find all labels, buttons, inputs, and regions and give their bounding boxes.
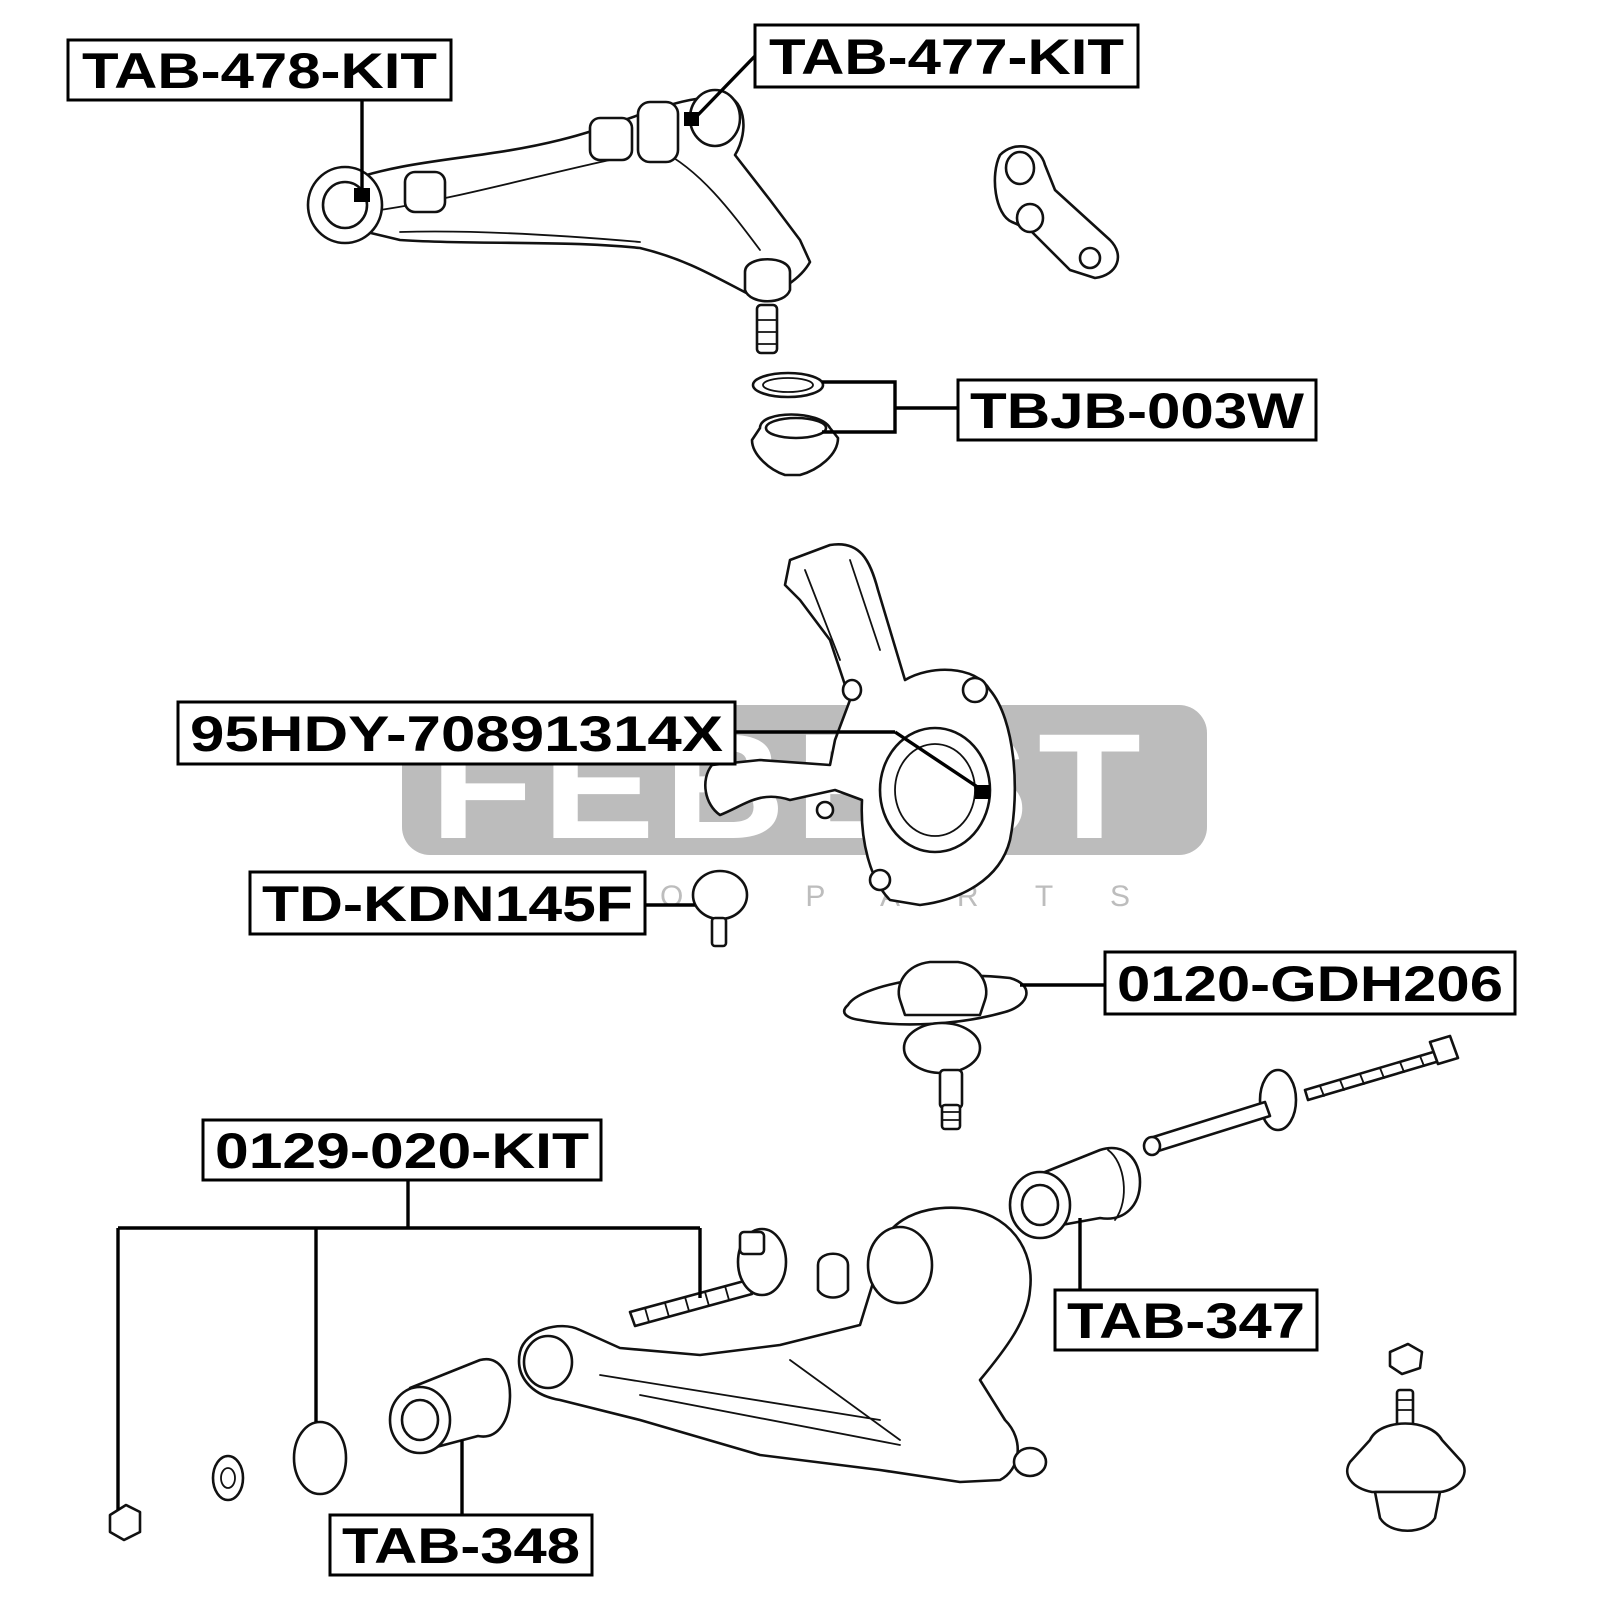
label-0120-gdh206: 0120-GDH206	[1103, 950, 1517, 1016]
label-tab-477-kit-text: TAB-477-KIT	[769, 29, 1124, 85]
label-tab-347-text: TAB-347	[1067, 1293, 1305, 1349]
adjust-bolt-drawing	[1142, 1034, 1460, 1157]
label-tab-478-kit-text: TAB-478-KIT	[82, 43, 437, 99]
label-tab-478-kit: TAB-478-KIT	[66, 38, 453, 102]
label-tbjb-003w-text: TBJB-003W	[970, 383, 1305, 439]
bushing-tab-348-drawing	[388, 1357, 512, 1455]
label-td-kdn145f: TD-KDN145F	[248, 870, 647, 936]
label-tab-477-kit: TAB-477-KIT	[753, 23, 1140, 89]
kit-hardware-drawing	[108, 1227, 850, 1542]
bracket-drawing	[993, 145, 1120, 280]
label-tbjb-003w: TBJB-003W	[956, 378, 1318, 442]
label-95hdy-70891314x-text: 95HDY-70891314X	[190, 706, 723, 762]
bushing-tab-347-drawing	[1008, 1146, 1142, 1240]
lower-ball-joint-assembly-drawing	[1345, 1342, 1466, 1532]
leader-lines	[116, 54, 1105, 1515]
ball-joint-boot-drawing	[750, 371, 840, 477]
label-td-kdn145f-text: TD-KDN145F	[262, 876, 633, 932]
upper-control-arm-drawing	[306, 88, 812, 355]
label-0129-020-kit: 0129-020-KIT	[201, 1118, 603, 1182]
lower-control-arm-drawing	[517, 1206, 1048, 1484]
lower-ball-joint-drawing	[843, 960, 1028, 1131]
tie-rod-end-drawing	[691, 869, 749, 948]
label-tab-348-text: TAB-348	[342, 1518, 580, 1574]
label-95hdy-70891314x: 95HDY-70891314X	[176, 700, 737, 766]
label-tab-347: TAB-347	[1053, 1288, 1319, 1352]
steering-knuckle-drawing	[704, 542, 1017, 907]
label-tab-348: TAB-348	[328, 1513, 594, 1577]
label-0129-020-kit-text: 0129-020-KIT	[215, 1123, 589, 1179]
label-0120-gdh206-text: 0120-GDH206	[1117, 956, 1503, 1012]
